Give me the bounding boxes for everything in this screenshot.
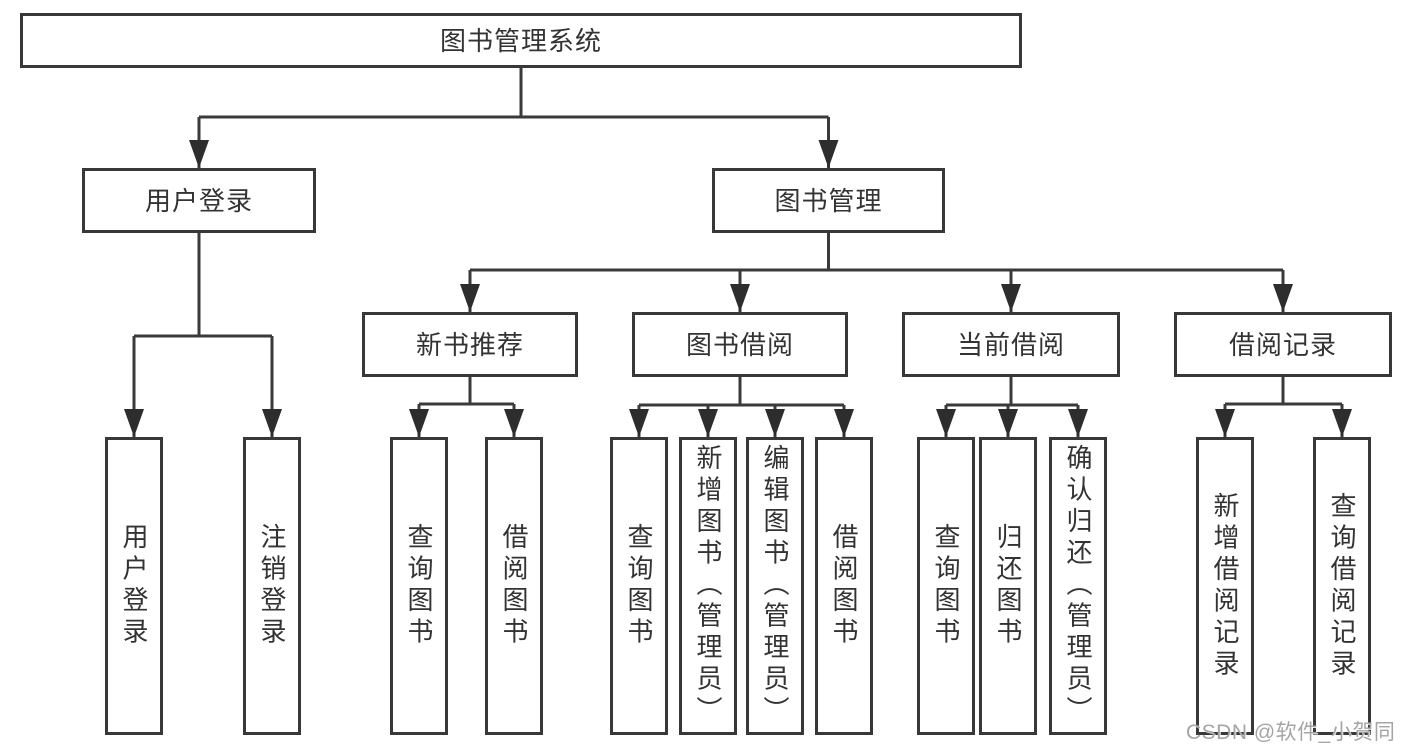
- node-new-book-recommendation: 新书推荐: [362, 312, 578, 377]
- node-borrowing-records: 借阅记录: [1174, 312, 1392, 377]
- connector-root-to-level2: [189, 68, 839, 168]
- leaf-query-books-borrowing: 查询图书: [610, 437, 668, 735]
- leaf-logout: 注销登录: [243, 437, 301, 735]
- leaf-borrow-books-recommend: 借阅图书: [485, 437, 543, 735]
- leaf-add-book-admin: 新增图书（管理员）: [679, 437, 737, 735]
- node-book-borrowing: 图书借阅: [632, 312, 848, 377]
- node-book-management: 图书管理: [712, 168, 945, 233]
- node-library-management-system: 图书管理系统: [20, 13, 1022, 68]
- leaf-confirm-return-admin: 确认归还（管理员）: [1049, 437, 1107, 735]
- connector-book-borrowing-to-leaves: [629, 377, 854, 437]
- leaf-borrow-books-borrowing: 借阅图书: [815, 437, 873, 735]
- leaf-query-borrow-record: 查询借阅记录: [1313, 437, 1371, 735]
- node-user-login: 用户登录: [82, 168, 316, 233]
- connector-new-book-recommendation-to-leaves: [409, 377, 524, 437]
- connector-borrowing-records-to-leaves: [1215, 377, 1352, 437]
- connector-book-management-to-level3: [460, 233, 1293, 312]
- leaf-query-books-current: 查询图书: [917, 437, 975, 735]
- node-current-borrowing: 当前借阅: [902, 312, 1120, 377]
- leaf-query-books-recommend: 查询图书: [390, 437, 448, 735]
- connector-user-login-to-leaves: [124, 233, 282, 437]
- leaf-user-login: 用户登录: [105, 437, 163, 735]
- leaf-edit-book-admin: 编辑图书（管理员）: [746, 437, 804, 735]
- connector-current-borrowing-to-leaves: [936, 377, 1088, 437]
- leaf-add-borrow-record: 新增借阅记录: [1196, 437, 1254, 735]
- watermark: CSDN @软件_小贺同学: [1186, 721, 1396, 744]
- leaf-return-book: 归还图书: [979, 437, 1037, 735]
